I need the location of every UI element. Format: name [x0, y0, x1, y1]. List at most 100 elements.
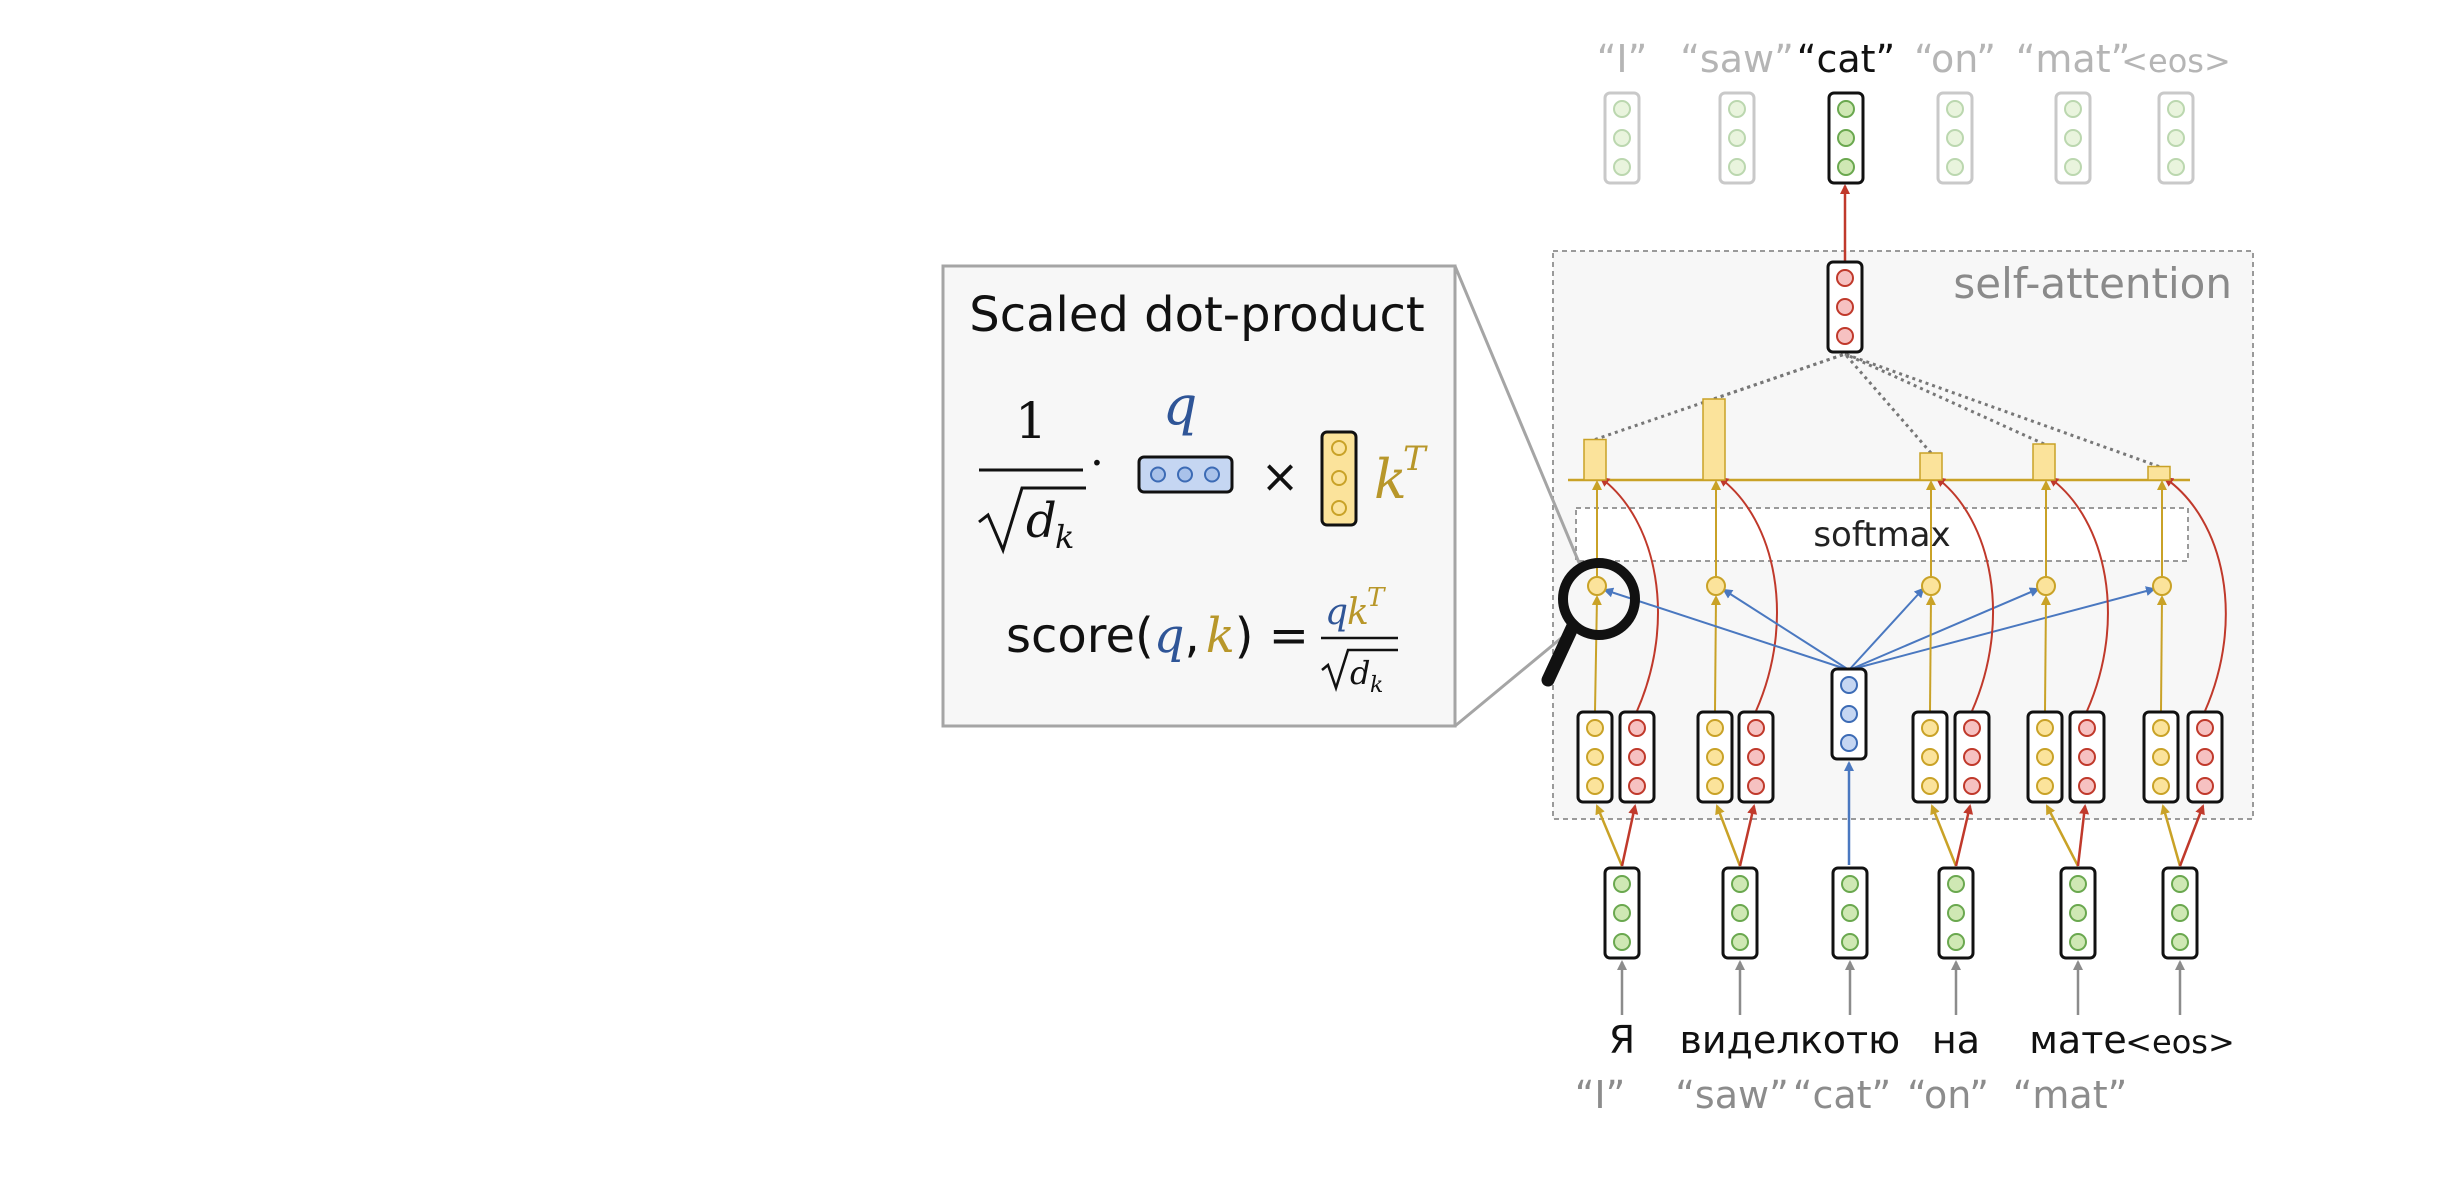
score-comma: ,	[1184, 608, 1199, 664]
key-to-score-arrow	[2040, 595, 2051, 712]
embedding-to-key-arrow	[1930, 804, 1958, 867]
input-embedding-cell	[1613, 904, 1631, 922]
key-vector-cell	[2036, 719, 2054, 737]
key-vector-cell	[1586, 777, 1604, 795]
output-vector-cell	[2064, 100, 2082, 118]
input-embedding-cell	[1731, 904, 1749, 922]
output-vector-cell	[2167, 100, 2185, 118]
input-embedding-cell	[2069, 904, 2087, 922]
input-embedding-cell	[1947, 875, 1965, 893]
key-vector-cell	[1706, 777, 1724, 795]
attention-output-vector-cell	[1836, 327, 1854, 345]
input-embedding-cell	[2069, 933, 2087, 951]
input-embedding-cell	[1613, 875, 1631, 893]
value-vector-cell	[1963, 719, 1981, 737]
output-vector-cell	[2064, 129, 2082, 147]
value-vector-cell	[2196, 719, 2214, 737]
frac-d: d	[1350, 654, 1370, 692]
dk-d: d	[1026, 493, 1057, 549]
embedding-to-value-arrow	[1954, 804, 1974, 867]
score-node	[2036, 576, 2056, 596]
value-vector-cell	[2078, 777, 2096, 795]
value-vector	[2068, 710, 2106, 804]
score-formula: score(q,k) =	[1006, 608, 1309, 664]
key-vector-cell	[2152, 719, 2170, 737]
attention-weight-bar	[1583, 438, 1607, 481]
vectors-layer	[1576, 91, 2224, 960]
value-to-weight-arrow	[2163, 476, 2227, 712]
value-vector-cell	[2078, 748, 2096, 766]
k-cell	[1331, 440, 1347, 456]
frac-dk: k	[1370, 673, 1383, 698]
q-label: q	[1163, 374, 1198, 437]
input-word: мате	[2029, 1018, 2126, 1062]
key-to-score-arrow	[2156, 595, 2167, 712]
zoom-connector-top	[1453, 265, 1582, 566]
q-cell	[1204, 466, 1220, 483]
input-translation: “saw”	[1675, 1073, 1789, 1117]
output-label: “on”	[1914, 37, 1996, 81]
key-vector-cell	[2036, 748, 2054, 766]
attention-bars	[1583, 398, 2171, 481]
key-vector-cell	[1921, 748, 1939, 766]
key-vector-cell	[2152, 777, 2170, 795]
input-embedding-cell	[1841, 904, 1859, 922]
query-to-score-arrow	[1722, 588, 1850, 671]
k-label: k	[1374, 448, 1407, 511]
output-vector-frame	[1936, 91, 1974, 185]
output-vector-cell	[1728, 158, 1746, 176]
input-embedding-cell	[1841, 933, 1859, 951]
output-label: “I”	[1597, 37, 1648, 81]
value-to-weight-arrow	[1718, 476, 1778, 712]
input-translation: “I”	[1575, 1073, 1626, 1117]
output-vector-active	[1827, 91, 1865, 185]
key-vector-cell	[2152, 748, 2170, 766]
input-translation: “cat”	[1793, 1073, 1891, 1117]
key-vector	[2142, 710, 2180, 804]
attention-weight-bar	[1702, 398, 1726, 481]
input-embedding-cell	[2171, 904, 2189, 922]
input-word: видел	[1679, 1018, 1800, 1062]
value-vector-cell	[1747, 777, 1765, 795]
score-node	[1706, 576, 1726, 596]
output-label: <eos>	[2121, 42, 2231, 80]
input-embedding-cell	[2171, 933, 2189, 951]
value-vector	[1737, 710, 1775, 804]
value-to-weight-arrow	[2048, 476, 2109, 712]
key-to-score-arrow	[1710, 595, 1721, 712]
output-vector	[1718, 91, 1756, 185]
attention-output-vector-cell	[1836, 269, 1854, 287]
output-vector-cell	[1613, 158, 1631, 176]
key-vector-cell	[1921, 777, 1939, 795]
output-vector	[2054, 91, 2092, 185]
input-translation: “mat”	[2013, 1073, 2128, 1117]
key-vector	[1911, 710, 1949, 804]
input-embedding-cell	[2171, 875, 2189, 893]
zoom-connector-bottom	[1454, 633, 1566, 728]
output-vector-cell	[1946, 100, 1964, 118]
query-to-score-arrow	[1848, 587, 1925, 671]
key-vector	[1576, 710, 1614, 804]
output-vector-cell	[1946, 129, 1964, 147]
output-vector-cell	[2064, 158, 2082, 176]
value-vector-cell	[1747, 748, 1765, 766]
embedding-to-key-arrow	[2160, 804, 2182, 867]
attention-weight-bar	[1919, 452, 1943, 481]
q-cell	[1177, 466, 1193, 483]
value-vector-cell	[1747, 719, 1765, 737]
frac-k: k	[1347, 592, 1369, 633]
key-vector-cell	[1586, 748, 1604, 766]
output-vector	[1603, 91, 1641, 185]
output-vector-cell	[2167, 158, 2185, 176]
score-prefix: score(	[1006, 608, 1154, 664]
value-vector-cell	[2196, 777, 2214, 795]
key-vector-cell	[1921, 719, 1939, 737]
fraction-numerator: 1	[1015, 392, 1047, 450]
magnifier-icon	[1541, 558, 1640, 687]
output-vector-active-cell	[1837, 158, 1855, 176]
input-word: на	[1932, 1018, 1980, 1062]
attention-output-vector-cell	[1836, 298, 1854, 316]
query-vector	[1830, 667, 1868, 761]
input-embedding-cell	[1947, 933, 1965, 951]
output-label: “mat”	[2016, 37, 2131, 81]
